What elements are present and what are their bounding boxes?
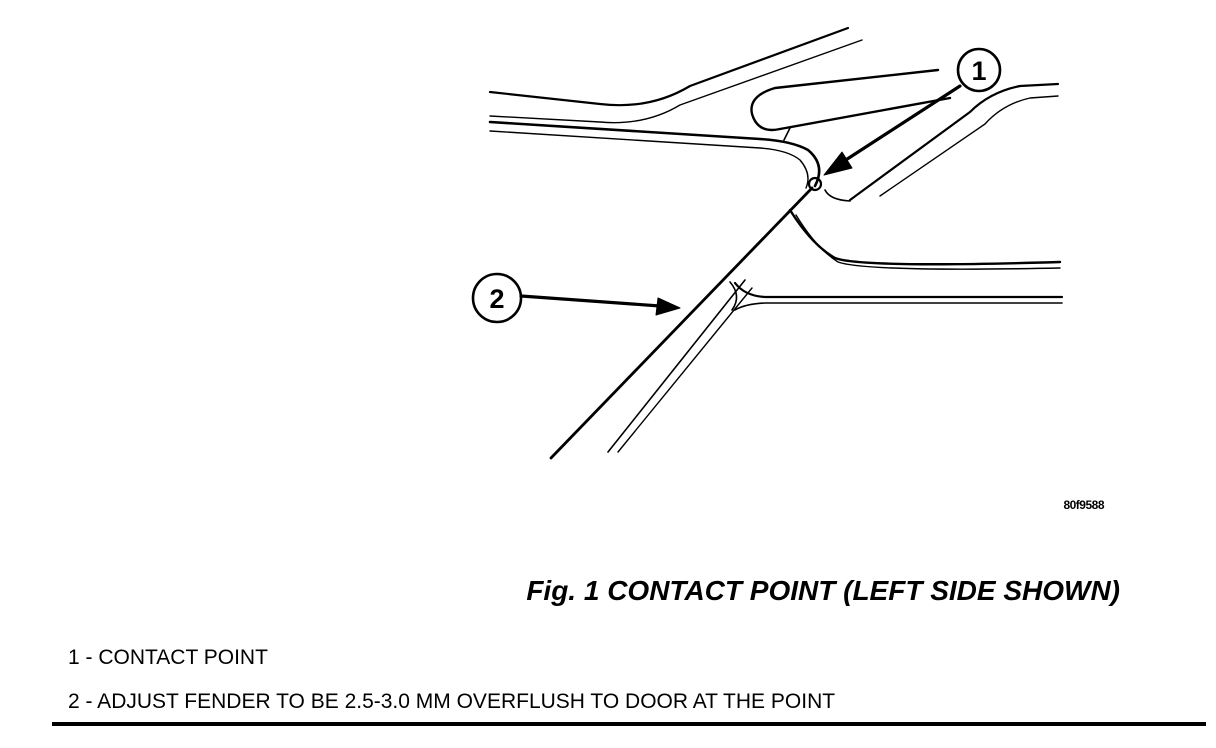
fender-door-seam	[729, 281, 1064, 311]
callout-2	[471, 272, 681, 324]
door-upper-panel	[488, 26, 863, 189]
callout-1-number: 1	[971, 56, 986, 86]
figure-caption: Fig. 1 CONTACT POINT (LEFT SIDE SHOWN)	[526, 575, 1120, 606]
figure-ref-code: 80f9588	[1063, 498, 1104, 512]
contact-point-mark	[807, 176, 823, 192]
door-diagonal-edge	[549, 186, 814, 460]
callout-2-number: 2	[489, 284, 504, 314]
legend-item-2: 2 - ADJUST FENDER TO BE 2.5-3.0 MM OVERF…	[68, 690, 836, 713]
bottom-rule	[52, 722, 1206, 726]
body-lower-curve	[788, 208, 1062, 270]
callout-1	[823, 47, 1002, 176]
fender-upper-curve	[824, 82, 1060, 202]
pillar-protrusion	[750, 68, 952, 141]
legend-item-1: 1 - CONTACT POINT	[68, 646, 268, 669]
